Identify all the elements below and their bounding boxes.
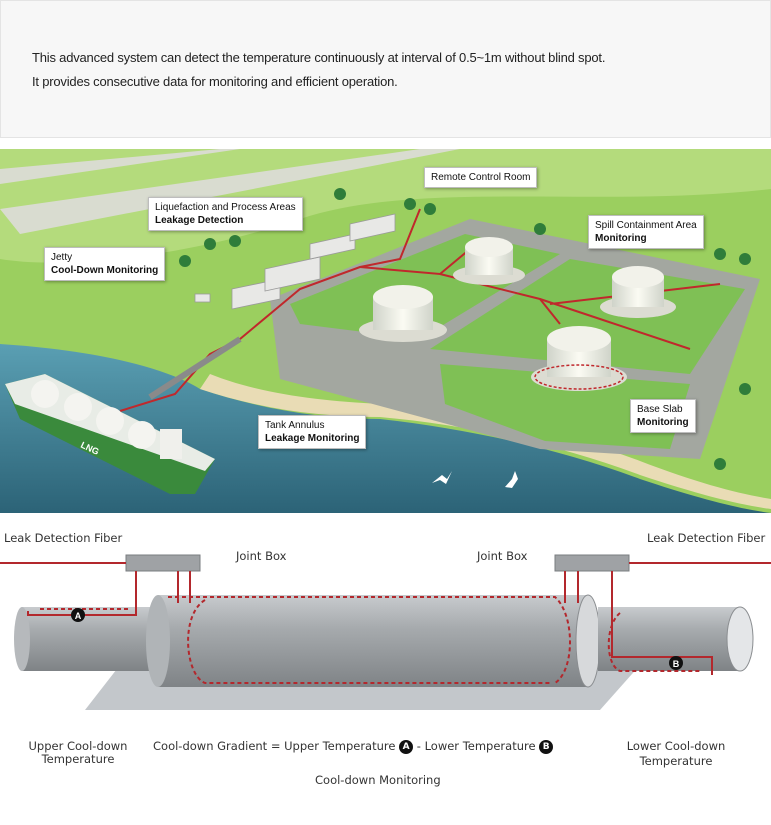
pipe-svg: A B: [0, 554, 771, 710]
main-pipe-left-end: [146, 595, 170, 687]
road-1: [0, 149, 460, 234]
spill-containment-callout: Spill Containment Area Monitoring: [588, 215, 704, 249]
joint-box-right: [554, 554, 630, 572]
remote-control-room-callout: Remote Control Room: [424, 167, 538, 188]
lng-ship: LNG: [5, 374, 215, 494]
tank-bund-2: [430, 259, 745, 374]
jetty-callout: Jetty Cool-Down Monitoring: [44, 247, 166, 281]
joint-box-left: [125, 554, 201, 572]
shore: [200, 374, 771, 509]
trees: [179, 188, 751, 470]
leak-fiber-right-label: Leak Detection Fiber: [647, 531, 766, 545]
road-2: [0, 149, 240, 184]
leak-fiber-left-label: Leak Detection Fiber: [4, 531, 123, 545]
intro-box: This advanced system can detect the temp…: [0, 0, 771, 138]
joint-box-right-label: Joint Box: [477, 549, 528, 563]
upper-cooldown-label: Upper Cool-down Temperature: [28, 739, 128, 766]
jetty-trestle: [148, 336, 242, 400]
main-pipe: [158, 595, 588, 687]
lng-plant-illustration: LNG Remote Control Room Liquefaction and…: [0, 149, 771, 513]
joint-box-left-label: Joint Box: [236, 549, 287, 563]
marker-a-label: A: [75, 611, 82, 621]
process-buildings: [194, 213, 396, 310]
pipe-fiber-lines: [0, 562, 771, 684]
cooldown-gradient-formula: Cool-down Gradient = Upper Temperature A…: [153, 739, 554, 754]
main-pipe-right-end: [575, 594, 601, 688]
base-slab-callout: Base Slab Monitoring: [630, 399, 696, 433]
formula-marker-b: B: [539, 739, 554, 754]
marker-b: [669, 656, 683, 670]
cooldown-caption: Cool-down Monitoring: [315, 773, 441, 787]
tank-bund-3: [440, 364, 690, 449]
intro-line-1: This advanced system can detect the temp…: [32, 50, 606, 65]
intro-line-2: It provides consecutive data for monitor…: [32, 74, 398, 89]
marker-b-label: B: [673, 659, 680, 669]
right-pipe: [598, 607, 740, 671]
seagulls: [432, 471, 518, 488]
tank-annulus-callout: Tank Annulus Leakage Monitoring: [258, 415, 367, 449]
lower-cooldown-label: Lower Cool-down Temperature: [626, 739, 726, 768]
plant-svg: LNG: [0, 149, 771, 513]
far-field: [0, 149, 771, 263]
marker-a: [71, 608, 85, 622]
right-pipe-end: [726, 606, 754, 672]
liquefaction-callout: Liquefaction and Process Areas Leakage D…: [148, 197, 303, 231]
formula-marker-a: A: [399, 739, 414, 754]
left-pipe-end: [14, 607, 30, 671]
lng-tanks: [359, 237, 676, 391]
